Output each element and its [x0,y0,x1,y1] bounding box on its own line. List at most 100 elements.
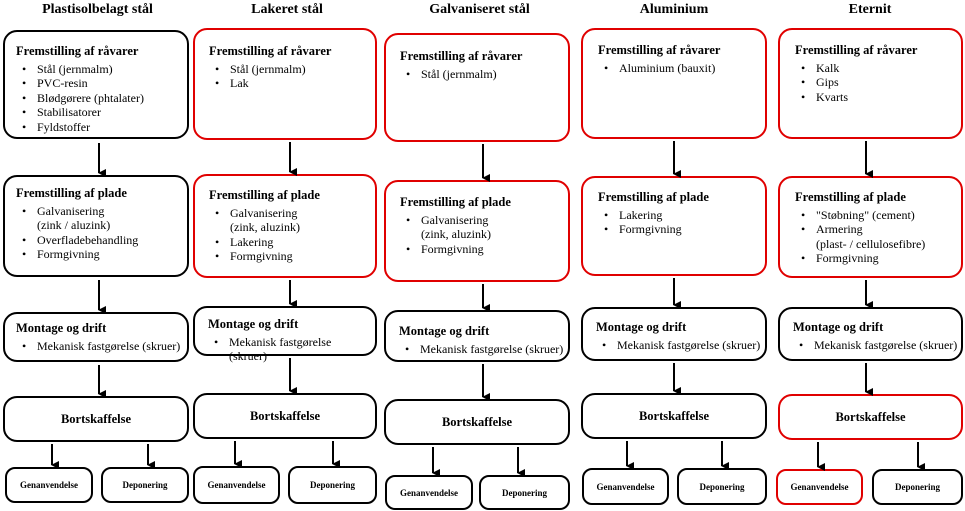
raw-item: Aluminium (bauxit) [598,61,757,76]
mount-box: Montage og drift Mekanisk fastgørelse (s… [581,307,767,361]
raw-item: Kalk [795,61,953,76]
plate-item: Formgivning [209,249,367,264]
plate-item: (zink / aluzink) [37,218,111,232]
column-aluminium: Aluminium Fremstilling af råvarer Alumin… [578,0,770,511]
mount-box: Montage og drift Mekanisk fastgørelse (s… [193,306,377,363]
mount-heading: Montage og drift [596,320,687,334]
reuse-box: Genanvendelse [5,467,93,503]
plate-item: Lakering [209,235,367,250]
plate-heading: Fremstilling af plade [795,190,906,204]
column-plastisol: Plastisolbelagt stål Fremstilling af råv… [0,0,195,511]
reuse-label: Genanvendelse [19,480,78,490]
raw-item: PVC-resin [16,76,179,91]
column-title: Lakeret stål [251,2,323,17]
disposal-box: Bortskaffelse [778,394,963,440]
raw-heading: Fremstilling af råvarer [598,43,721,57]
raw-material-box: Fremstilling af råvarer Aluminium (bauxi… [581,28,767,139]
plate-box: Fremstilling af plade Galvanisering (zin… [384,180,570,282]
landfill-label: Deponering [699,481,745,492]
mount-item: Mekanisk fastgørelse (skruer) [596,338,761,353]
plate-item: Galvanisering [209,206,367,221]
reuse-box: Genanvendelse [385,475,473,510]
raw-material-box: Fremstilling af råvarer Kalk Gips Kvarts [778,28,963,139]
raw-item: Stål (jernmalm) [16,62,179,77]
disposal-box: Bortskaffelse [384,399,570,445]
landfill-label: Deponering [310,480,355,490]
raw-heading: Fremstilling af råvarer [795,43,918,57]
mount-item: Mekanisk fastgørelse (skruer) [793,338,959,353]
column-title: Plastisolbelagt stål [42,2,153,17]
reuse-box: Genanvendelse [582,468,669,505]
raw-item: Stål (jernmalm) [400,67,560,82]
landfill-box: Deponering [677,468,767,505]
landfill-label: Deponering [502,487,547,498]
column-lakeret: Lakeret stål Fremstilling af råvarer Stå… [191,0,383,511]
column-eternit: Eternit Fremstilling af råvarer Kalk Gip… [775,0,965,511]
mount-heading: Montage og drift [399,324,490,338]
disposal-label: Bortskaffelse [441,414,513,429]
mount-item: Mekanisk fastgørelse (skruer) [16,339,183,354]
mount-heading: Montage og drift [16,321,107,335]
raw-item: Lak [209,76,367,91]
plate-box: Fremstilling af plade Galvanisering (zin… [193,174,377,278]
column-title: Aluminium [639,2,709,17]
plate-heading: Fremstilling af plade [16,186,127,200]
disposal-label: Bortskaffelse [60,411,132,426]
plate-item: "Støbning" (cement) [795,208,955,223]
plate-item: Overfladebehandling [16,233,179,248]
disposal-label: Bortskaffelse [835,409,906,424]
raw-material-box: Fremstilling af råvarer Stål (jernmalm) [384,33,570,142]
raw-item: Blødgørere (phtalater) [16,91,179,106]
disposal-label: Bortskaffelse [638,408,710,423]
plate-item: (plast- / cellulosefibre) [816,236,926,251]
landfill-box: Deponering [101,467,189,503]
raw-item: Stabilisatorer [16,105,179,120]
plate-heading: Fremstilling af plade [598,190,709,204]
plate-item: (zink, aluzink) [230,220,300,234]
plate-item: Formgivning [16,247,179,262]
mount-item: Mekanisk fastgørelse (skruer) [208,335,371,364]
mount-box: Montage og drift Mekanisk fastgørelse (s… [384,310,570,362]
mount-box: Montage og drift Mekanisk fastgørelse (s… [3,312,189,362]
plate-item: Formgivning [598,222,757,237]
column-title: Galvaniseret stål [429,2,530,17]
reuse-box: Genanvendelse [776,469,863,505]
plate-item: Galvanisering [16,204,179,219]
disposal-box: Bortskaffelse [3,396,189,442]
raw-material-box: Fremstilling af råvarer Stål (jernmalm) … [3,30,189,139]
plate-box: Fremstilling af plade Galvanisering (zin… [3,175,189,277]
raw-heading: Fremstilling af råvarer [16,44,139,58]
plate-item: Armering [795,222,955,237]
landfill-label: Deponering [122,480,168,490]
disposal-box: Bortskaffelse [193,393,377,439]
raw-item: Fyldstoffer [16,120,179,135]
plate-item: Lakering [598,208,757,223]
column-title: Eternit [848,2,892,17]
plate-box: Fremstilling af plade "Støbning" (cement… [778,176,963,278]
plate-heading: Fremstilling af plade [209,188,320,202]
landfill-box: Deponering [288,466,377,504]
reuse-label: Genanvendelse [399,487,458,498]
mount-heading: Montage og drift [208,317,299,331]
mount-item: Mekanisk fastgørelse (skruer) [399,342,564,357]
plate-item: Formgivning [400,242,560,257]
raw-item: Kvarts [795,90,953,105]
raw-item: Stål (jernmalm) [209,62,367,77]
plate-item: Formgivning [795,251,955,266]
raw-heading: Fremstilling af råvarer [209,44,332,58]
landfill-box: Deponering [479,475,570,510]
raw-heading: Fremstilling af råvarer [400,49,523,63]
raw-item: Gips [795,75,953,90]
plate-box: Fremstilling af plade Lakering Formgivni… [581,176,767,276]
column-galvaniseret: Galvaniseret stål Fremstilling af råvare… [383,0,576,511]
reuse-label: Genanvendelse [207,480,266,490]
mount-heading: Montage og drift [793,320,884,334]
plate-item: Galvanisering [400,213,560,228]
reuse-label: Genanvendelse [596,481,655,492]
plate-heading: Fremstilling af plade [400,195,511,209]
disposal-label: Bortskaffelse [249,408,321,423]
reuse-label: Genanvendelse [790,482,849,492]
landfill-label: Deponering [895,482,940,492]
reuse-box: Genanvendelse [193,466,280,504]
